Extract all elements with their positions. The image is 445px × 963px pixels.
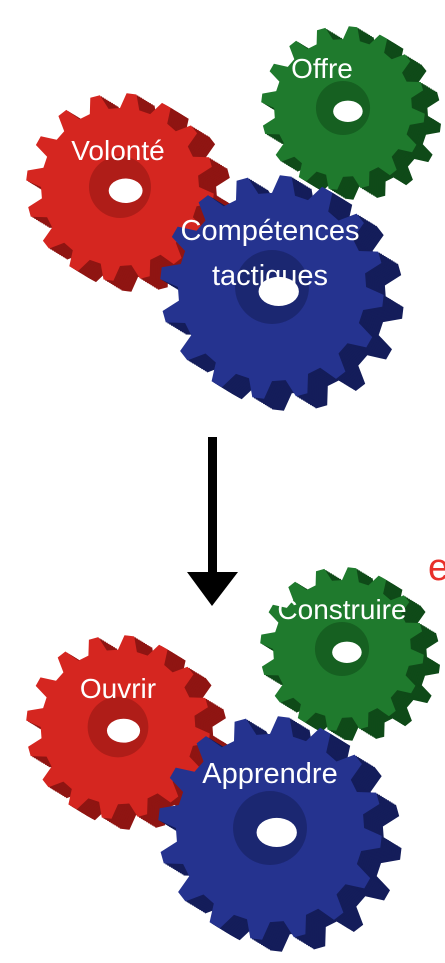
- gear-label-construire: Construire: [277, 594, 406, 625]
- gear-hole: [106, 718, 141, 743]
- gear-label-apprendre: Apprendre: [202, 758, 337, 790]
- gear-label-ouvrir: Ouvrir: [80, 673, 156, 704]
- bottom-gear-group: Construire Ouvrir Apprendre: [26, 567, 440, 952]
- down-arrow: [187, 437, 238, 606]
- gear-label-competences-line2: tactiques: [212, 260, 328, 292]
- gear-hole: [333, 100, 363, 122]
- top-gear-group: Offre Volonté Compétences tactiques: [26, 26, 441, 411]
- gear-hole: [332, 641, 362, 663]
- gear-offre: Offre: [261, 26, 441, 200]
- gear-hole: [258, 276, 299, 307]
- gear-hole: [108, 178, 143, 203]
- gear-hole: [256, 817, 297, 848]
- gear-label-competences-line1: Compétences: [181, 215, 360, 247]
- gear-volonte: Volonté: [26, 93, 232, 292]
- side-text-fragment: e: [428, 547, 445, 589]
- gear-label-offre: Offre: [291, 53, 353, 84]
- gear-label-volonte: Volonté: [71, 135, 164, 166]
- gear-apprendre: Apprendre: [158, 716, 402, 952]
- gear-competences: Compétences tactiques: [160, 175, 404, 411]
- gear-construire: Construire: [260, 567, 440, 741]
